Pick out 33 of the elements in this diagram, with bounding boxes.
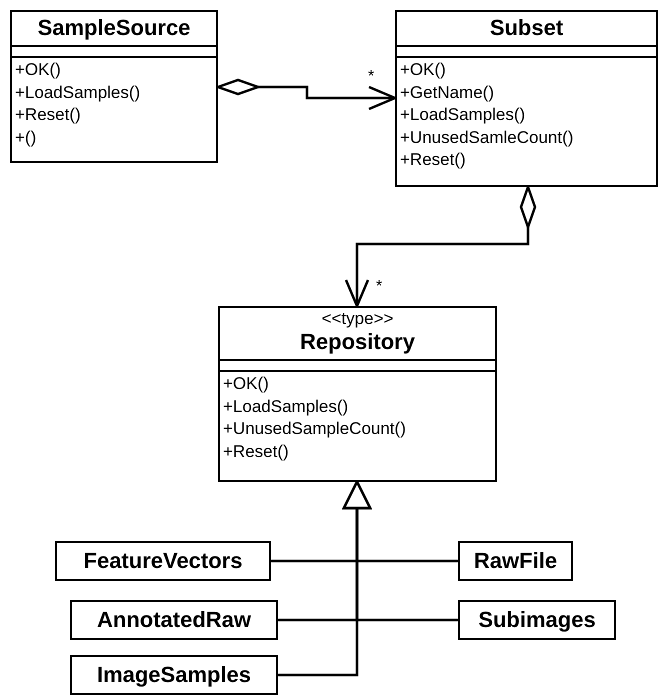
class-name: FeatureVectors [84, 547, 242, 575]
class-box [70, 655, 278, 695]
class-box [55, 541, 271, 581]
method-label: +GetName() [400, 82, 494, 104]
class-box [458, 600, 616, 640]
class-name: RawFile [474, 547, 558, 575]
method-label: +Reset() [400, 149, 466, 171]
aggregation-arrow [344, 186, 536, 308]
class-box [218, 306, 497, 482]
method-label: +Reset() [223, 440, 289, 462]
class-name: AnnotatedRaw [97, 606, 251, 634]
class-name: Subset [490, 14, 564, 42]
stereotype-label: <<type>> [322, 310, 394, 328]
method-label: +UnusedSamleCount() [400, 126, 574, 148]
method-label: +LoadSamples() [223, 396, 348, 418]
class-name: ImageSamples [96, 661, 252, 689]
class-name: Repository [300, 328, 415, 356]
class-name: SampleSource [38, 14, 190, 42]
method-label: +LoadSamples() [400, 104, 526, 126]
class-box [395, 10, 658, 187]
method-label: +OK() [15, 59, 61, 81]
method-label: +() [15, 126, 36, 148]
class-box [10, 10, 218, 163]
class-box [458, 541, 573, 581]
method-label: +OK() [400, 59, 446, 81]
method-label: +UnusedSampleCount() [223, 418, 406, 440]
generalization-arrow [278, 480, 372, 676]
class-box [70, 600, 278, 640]
class-name: Subimages [478, 606, 596, 634]
aggregation-arrow [216, 78, 396, 110]
method-label: +OK() [223, 373, 269, 395]
method-label: +LoadSamples() [15, 82, 140, 104]
method-label: +Reset() [15, 104, 81, 126]
